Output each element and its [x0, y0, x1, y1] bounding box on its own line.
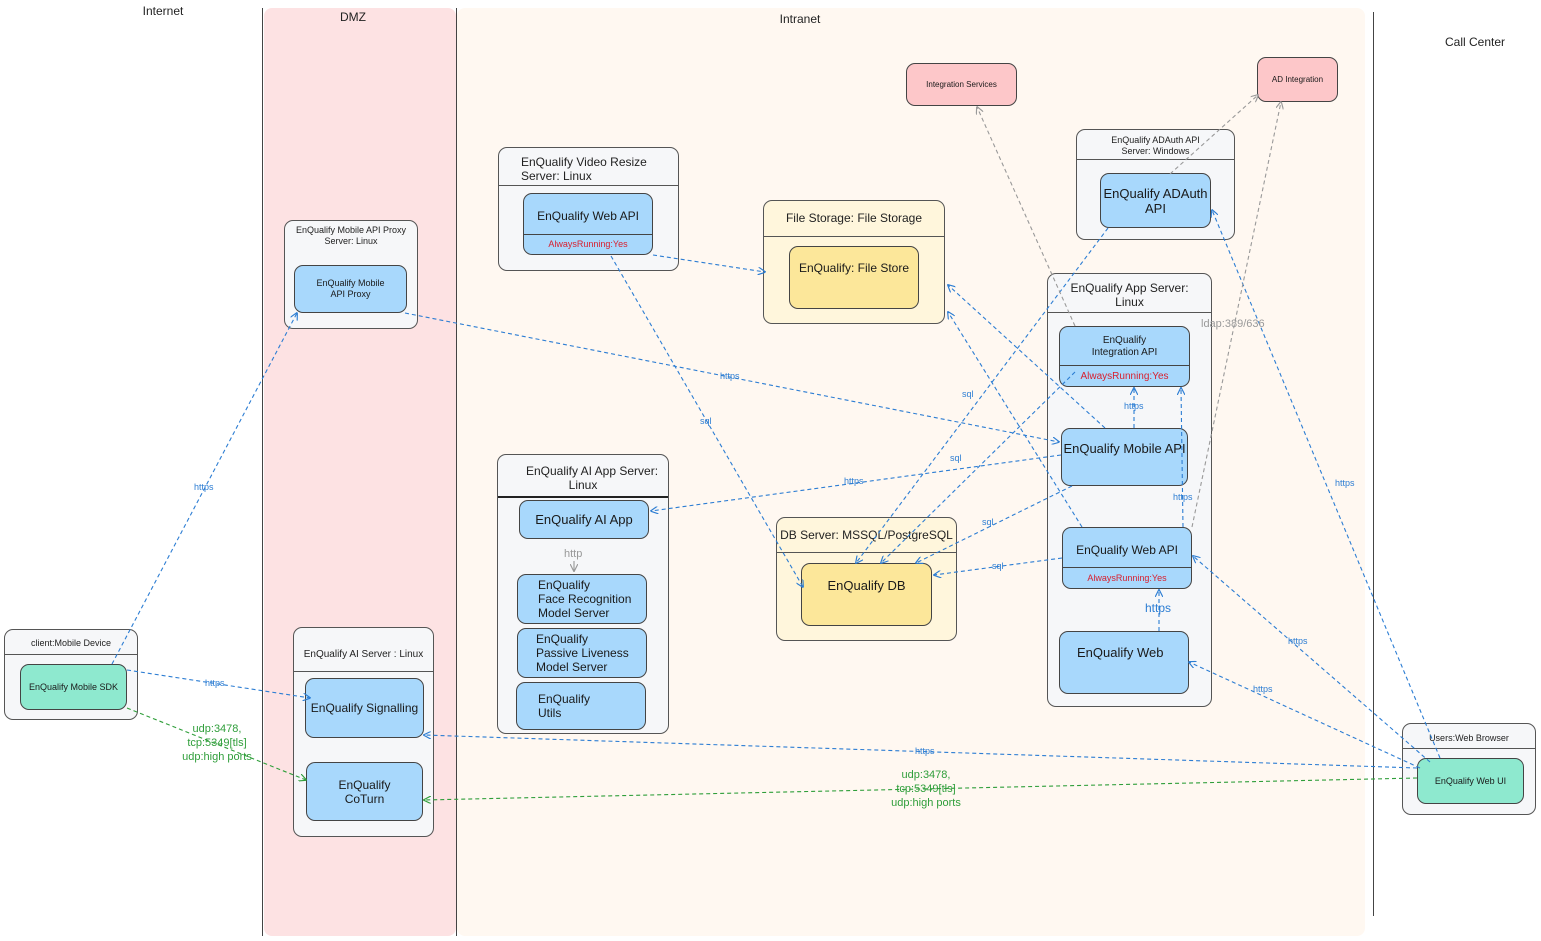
proxy-label-line1: EnQualify Mobile — [316, 278, 385, 288]
ad-integration-component[interactable]: AD Integration — [1257, 57, 1338, 102]
mobile-api-proxy-component[interactable]: EnQualify Mobile API Proxy — [294, 265, 407, 313]
integration-api-separator — [1060, 365, 1189, 366]
ai-server-title: EnQualify AI Server : Linux — [303, 649, 424, 660]
video-server-title-line2: Server: Linux — [521, 169, 592, 183]
zone-title-dmz: DMZ — [340, 10, 366, 24]
label-udp-sdk-line3: udp:high ports — [182, 751, 252, 763]
face-recognition-component[interactable]: EnQualify Face Recognition Model Server — [517, 574, 647, 624]
app-web-api-label: EnQualify Web API — [1076, 543, 1178, 557]
ai-app-label: EnQualify AI App — [535, 512, 633, 527]
integration-api-component[interactable]: EnQualify Integration API AlwaysRunning:… — [1059, 326, 1190, 387]
label-udp-sdk-line2: tcp:5349[tls] — [187, 737, 246, 749]
file-store-component[interactable]: EnQualify: File Store — [789, 246, 919, 309]
face-label-line1: EnQualify — [538, 578, 591, 592]
ai-app-component[interactable]: EnQualify AI App — [519, 500, 649, 539]
adauth-server-title-line1: EnQualify ADAuth API — [1111, 135, 1200, 145]
signalling-component[interactable]: EnQualify Signalling — [305, 678, 424, 738]
integration-services-label: Integration Services — [926, 80, 997, 89]
label-https-sdk-proxy: https — [194, 482, 214, 492]
integration-services-component[interactable]: Integration Services — [906, 63, 1017, 106]
file-storage-separator — [764, 236, 944, 237]
mobile-api-component[interactable]: EnQualify Mobile API — [1061, 428, 1188, 486]
ai-app-server-separator — [498, 496, 668, 498]
face-label-line3: Model Server — [538, 606, 610, 620]
face-label-line2: Face Recognition — [538, 592, 632, 606]
adauth-server-title-line2: Server: Windows — [1121, 146, 1190, 156]
app-server-title-line1: EnQualify App Server: — [1070, 281, 1189, 295]
db-server-title: DB Server: MSSQL/PostgreSQL — [780, 528, 953, 542]
liveness-label-line2: Passive Liveness — [536, 646, 629, 660]
utils-label-line1: EnQualify — [538, 692, 591, 706]
mobile-device-title: client:Mobile Device — [30, 638, 112, 648]
web-component[interactable]: EnQualify Web — [1059, 631, 1189, 694]
app-web-api-status: AlwaysRunning:Yes — [1087, 573, 1167, 583]
internet-dmz-divider — [262, 8, 263, 936]
ai-app-server-title: EnQualify AI App Server: Linux — [498, 464, 668, 492]
video-web-api-separator — [524, 234, 652, 235]
proxy-label-line2: API Proxy — [330, 289, 371, 299]
utils-label-line2: Utils — [538, 706, 562, 720]
video-web-api-label: EnQualify Web API — [537, 209, 639, 223]
passive-liveness-component[interactable]: EnQualify Passive Liveness Model Server — [517, 628, 647, 678]
db-label: EnQualify DB — [827, 578, 906, 593]
web-label: EnQualify Web — [1077, 645, 1164, 660]
mobile-api-label: EnQualify Mobile API — [1063, 441, 1186, 456]
ai-app-server-title-line2: Linux — [568, 478, 598, 492]
adauth-label-line1: EnQualify ADAuth — [1103, 185, 1208, 201]
ai-app-server-title-line1: EnQualify AI App Server: — [525, 464, 659, 478]
mobile-sdk-label: EnQualify Mobile SDK — [28, 682, 119, 692]
file-storage-title: File Storage: File Storage — [785, 211, 923, 225]
liveness-label-line1: EnQualify — [536, 632, 589, 646]
app-web-api-separator — [1063, 567, 1191, 568]
zone-title-internet: Internet — [142, 4, 184, 18]
db-server-separator — [777, 552, 956, 553]
db-component[interactable]: EnQualify DB — [801, 563, 932, 626]
ad-integration-label: AD Integration — [1271, 75, 1324, 84]
web-ui-component[interactable]: EnQualify Web UI — [1417, 758, 1524, 804]
coturn-label-line1: EnQualify — [338, 777, 391, 792]
adauth-label-line2: API — [1145, 200, 1166, 216]
file-store-label: EnQualify: File Store — [798, 261, 910, 275]
adauth-server-title: EnQualify ADAuth API Server: Windows — [1077, 135, 1234, 157]
intranet-callcenter-divider — [1373, 12, 1374, 916]
web-ui-label: EnQualify Web UI — [1434, 776, 1507, 786]
mobile-device-separator — [5, 654, 137, 655]
app-server-title-line2: Linux — [1115, 295, 1144, 309]
integration-api-status: AlwaysRunning:Yes — [1080, 371, 1169, 382]
web-browser-separator — [1403, 748, 1535, 749]
app-server-separator — [1048, 312, 1211, 313]
label-udp-sdk-line1: udp:3478, — [193, 723, 242, 735]
video-web-api-status: AlwaysRunning:Yes — [548, 239, 628, 249]
signalling-label: EnQualify Signalling — [310, 701, 419, 715]
dmz-intranet-divider — [456, 8, 457, 936]
integration-label-line2: Integration API — [1091, 347, 1158, 358]
integration-label-line1: EnQualify — [1102, 335, 1147, 346]
adauth-server-separator — [1077, 159, 1234, 160]
video-server-title: EnQualify Video Resize Server: Linux — [499, 155, 678, 183]
mobile-sdk-component[interactable]: EnQualify Mobile SDK — [20, 664, 127, 710]
proxy-server-title: EnQualify Mobile API Proxy Server: Linux — [285, 225, 417, 247]
adauth-api-component[interactable]: EnQualify ADAuth API — [1100, 173, 1211, 228]
coturn-label-line2: CoTurn — [344, 791, 385, 806]
utils-component[interactable]: EnQualify Utils — [516, 682, 646, 730]
zone-title-call-center: Call Center — [1444, 35, 1506, 49]
video-server-title-line1: EnQualify Video Resize — [521, 155, 647, 169]
web-browser-title: Users:Web Browser — [1429, 733, 1509, 743]
liveness-label-line3: Model Server — [536, 660, 608, 674]
video-web-api-component[interactable]: EnQualify Web API AlwaysRunning:Yes — [523, 193, 653, 255]
label-https-sdk-signalling: https — [205, 678, 225, 688]
ai-server-separator — [294, 671, 433, 672]
app-web-api-component[interactable]: EnQualify Web API AlwaysRunning:Yes — [1062, 527, 1192, 589]
proxy-server-title-line2: Server: Linux — [324, 236, 378, 246]
app-server-title: EnQualify App Server: Linux — [1048, 281, 1211, 309]
video-server-separator — [499, 185, 678, 186]
proxy-server-title-line1: EnQualify Mobile API Proxy — [295, 225, 407, 235]
zone-title-intranet: Intranet — [779, 12, 821, 26]
coturn-component[interactable]: EnQualify CoTurn — [306, 762, 423, 821]
